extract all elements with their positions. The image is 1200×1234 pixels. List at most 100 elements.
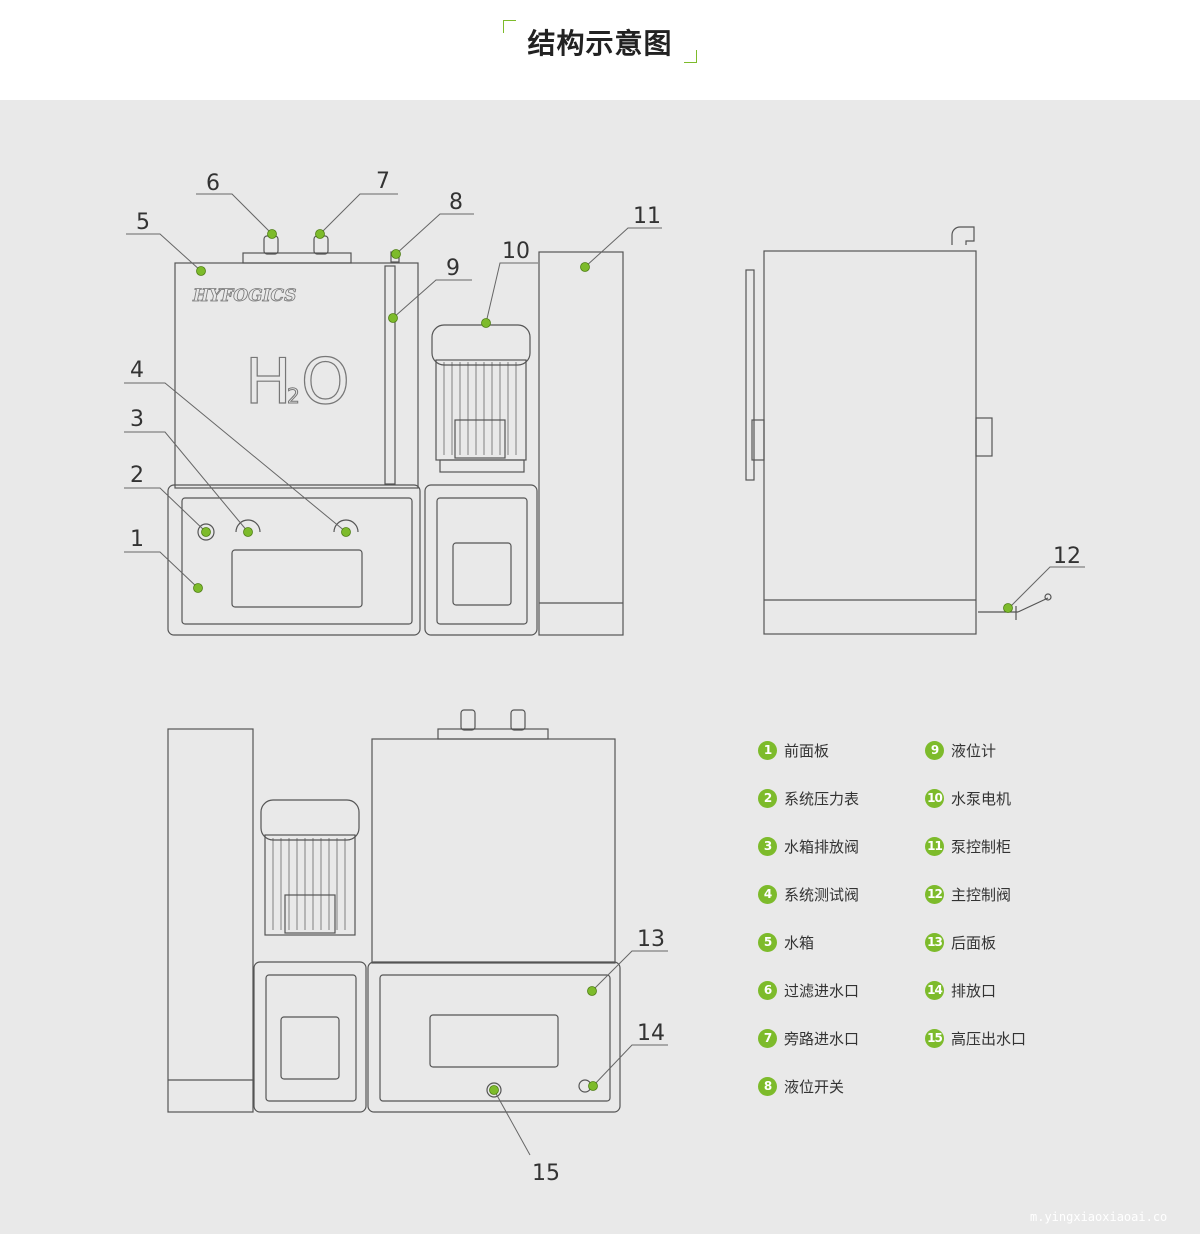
leader-2 — [124, 487, 207, 533]
rear-tank — [371, 738, 616, 964]
rear-motor-body — [264, 834, 356, 936]
legend-item: 1 前面板 — [758, 738, 829, 762]
leader-14 — [592, 1044, 668, 1087]
level-gauge — [384, 265, 396, 485]
callout-12: 12 — [1053, 544, 1081, 569]
legend-label: 主控制阀 — [951, 885, 1012, 904]
leader-7 — [319, 193, 398, 235]
callout-dots — [193, 229, 1013, 1095]
motor-junction-box — [454, 419, 506, 459]
pump-panel — [436, 497, 528, 625]
page-title: 结构示意图 — [527, 27, 673, 60]
dot-13 — [587, 986, 597, 996]
leader-15 — [493, 1089, 531, 1156]
legend-label: 液位开关 — [784, 1077, 845, 1096]
leader-lines — [124, 193, 1085, 1156]
leader-12 — [1009, 566, 1085, 608]
side-level-gauge — [745, 269, 755, 481]
legend-badge: 3 — [758, 836, 777, 856]
legend-label: 旁路进水口 — [784, 1029, 860, 1048]
header: 结构示意图 — [0, 0, 1200, 100]
side-bracket-left — [751, 419, 765, 461]
front-cabinet — [167, 484, 421, 636]
callout-13: 13 — [637, 927, 665, 952]
dot-2 — [201, 527, 211, 537]
motor-cap — [431, 324, 531, 366]
leader-5 — [126, 233, 202, 272]
dot-9 — [388, 313, 398, 323]
dot-11 — [580, 262, 590, 272]
rear-cabinet — [367, 961, 621, 1113]
rear-pump-window — [280, 1016, 340, 1080]
legend-label: 前面板 — [784, 741, 830, 760]
dot-14 — [588, 1081, 598, 1091]
callout-6: 6 — [206, 171, 220, 196]
valve-handle-tip — [1044, 593, 1052, 601]
leader-3 — [124, 431, 249, 533]
motor-fins — [443, 362, 517, 455]
side-view — [745, 226, 1052, 635]
legend-label: 后面板 — [951, 933, 997, 952]
rear-motor-cap — [260, 799, 360, 841]
rear-inlet-pipe-right — [510, 709, 526, 731]
pressure-gauge — [197, 523, 215, 541]
callout-2: 2 — [130, 463, 144, 488]
rear-pump-cabinet — [253, 961, 367, 1113]
leader-10 — [485, 262, 538, 324]
rear-inlet-pipe-left — [460, 709, 476, 731]
legend-badge: 1 — [758, 740, 777, 760]
water-tank — [174, 262, 419, 489]
rear-control-cabinet — [167, 728, 254, 1113]
motor-base — [439, 459, 525, 473]
leader-1 — [124, 551, 199, 589]
main-control-valve — [978, 597, 1049, 620]
tank-mark-h: H — [245, 345, 292, 418]
dot-5 — [196, 266, 206, 276]
front-window — [231, 549, 363, 608]
rear-view — [167, 709, 621, 1113]
pump-cabinet — [424, 484, 538, 636]
dot-12 — [1003, 603, 1013, 613]
legend-label: 水泵电机 — [951, 789, 1012, 808]
leader-11 — [584, 227, 662, 268]
legend-label: 过滤进水口 — [784, 981, 860, 1000]
callout-10: 10 — [502, 239, 530, 264]
side-bracket-right — [975, 417, 993, 457]
callout-7: 7 — [376, 169, 390, 194]
legend-item: 7 旁路进水口 — [758, 1026, 859, 1050]
dot-7 — [315, 229, 325, 239]
tank-top-plate — [242, 252, 352, 264]
legend-badge: 11 — [925, 836, 944, 856]
dot-6 — [267, 229, 277, 239]
callout-1: 1 — [130, 527, 144, 552]
callout-9: 9 — [446, 256, 460, 281]
rear-pump-panel — [265, 974, 357, 1102]
callout-8: 8 — [449, 190, 463, 215]
legend-badge: 12 — [925, 884, 944, 904]
callout-11: 11 — [633, 204, 661, 229]
rear-panel — [379, 974, 611, 1102]
callout-4: 4 — [130, 358, 144, 383]
callout-3: 3 — [130, 407, 144, 432]
leader-6 — [196, 193, 273, 235]
dot-3 — [243, 527, 253, 537]
tank-mark-o: O — [301, 345, 350, 418]
drain-valve-dial — [235, 519, 261, 533]
dot-1 — [193, 583, 203, 593]
legend-badge: 7 — [758, 1028, 777, 1048]
legend-badge: 8 — [758, 1076, 777, 1096]
legend-label: 系统压力表 — [784, 789, 860, 808]
dot-8 — [391, 249, 401, 259]
legend-badge: 5 — [758, 932, 777, 952]
callout-5: 5 — [136, 210, 150, 235]
legend-label: 液位计 — [951, 741, 997, 760]
